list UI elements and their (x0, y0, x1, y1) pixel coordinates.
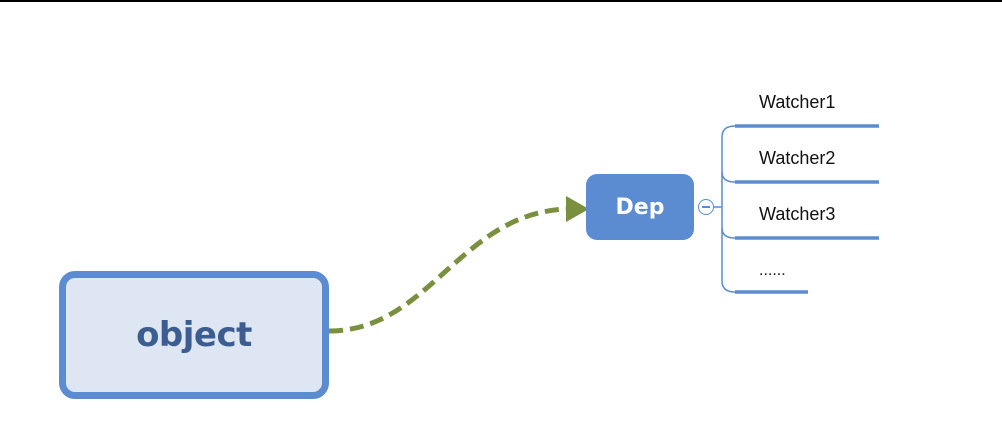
branch-curve-3 (721, 227, 736, 239)
node-object[interactable]: object (59, 271, 329, 399)
child-node-watcher3[interactable]: Watcher3 (759, 204, 836, 224)
minus-glyph (702, 206, 710, 208)
arrow-head (566, 196, 589, 222)
top-border (0, 0, 1002, 2)
node-dep[interactable]: Dep (586, 174, 694, 240)
child-node-watcher2[interactable]: Watcher2 (759, 148, 836, 168)
dashed-arrow-line (328, 206, 569, 334)
branch-bracket (721, 125, 736, 293)
branch-curve-2 (721, 171, 736, 183)
child-node-ellipsis[interactable]: ...... (759, 262, 786, 279)
child-node-watcher1[interactable]: Watcher1 (759, 92, 836, 112)
collapse-minus-icon[interactable] (698, 199, 714, 215)
node-dep-label: Dep (615, 194, 665, 220)
node-object-label: object (136, 315, 252, 355)
